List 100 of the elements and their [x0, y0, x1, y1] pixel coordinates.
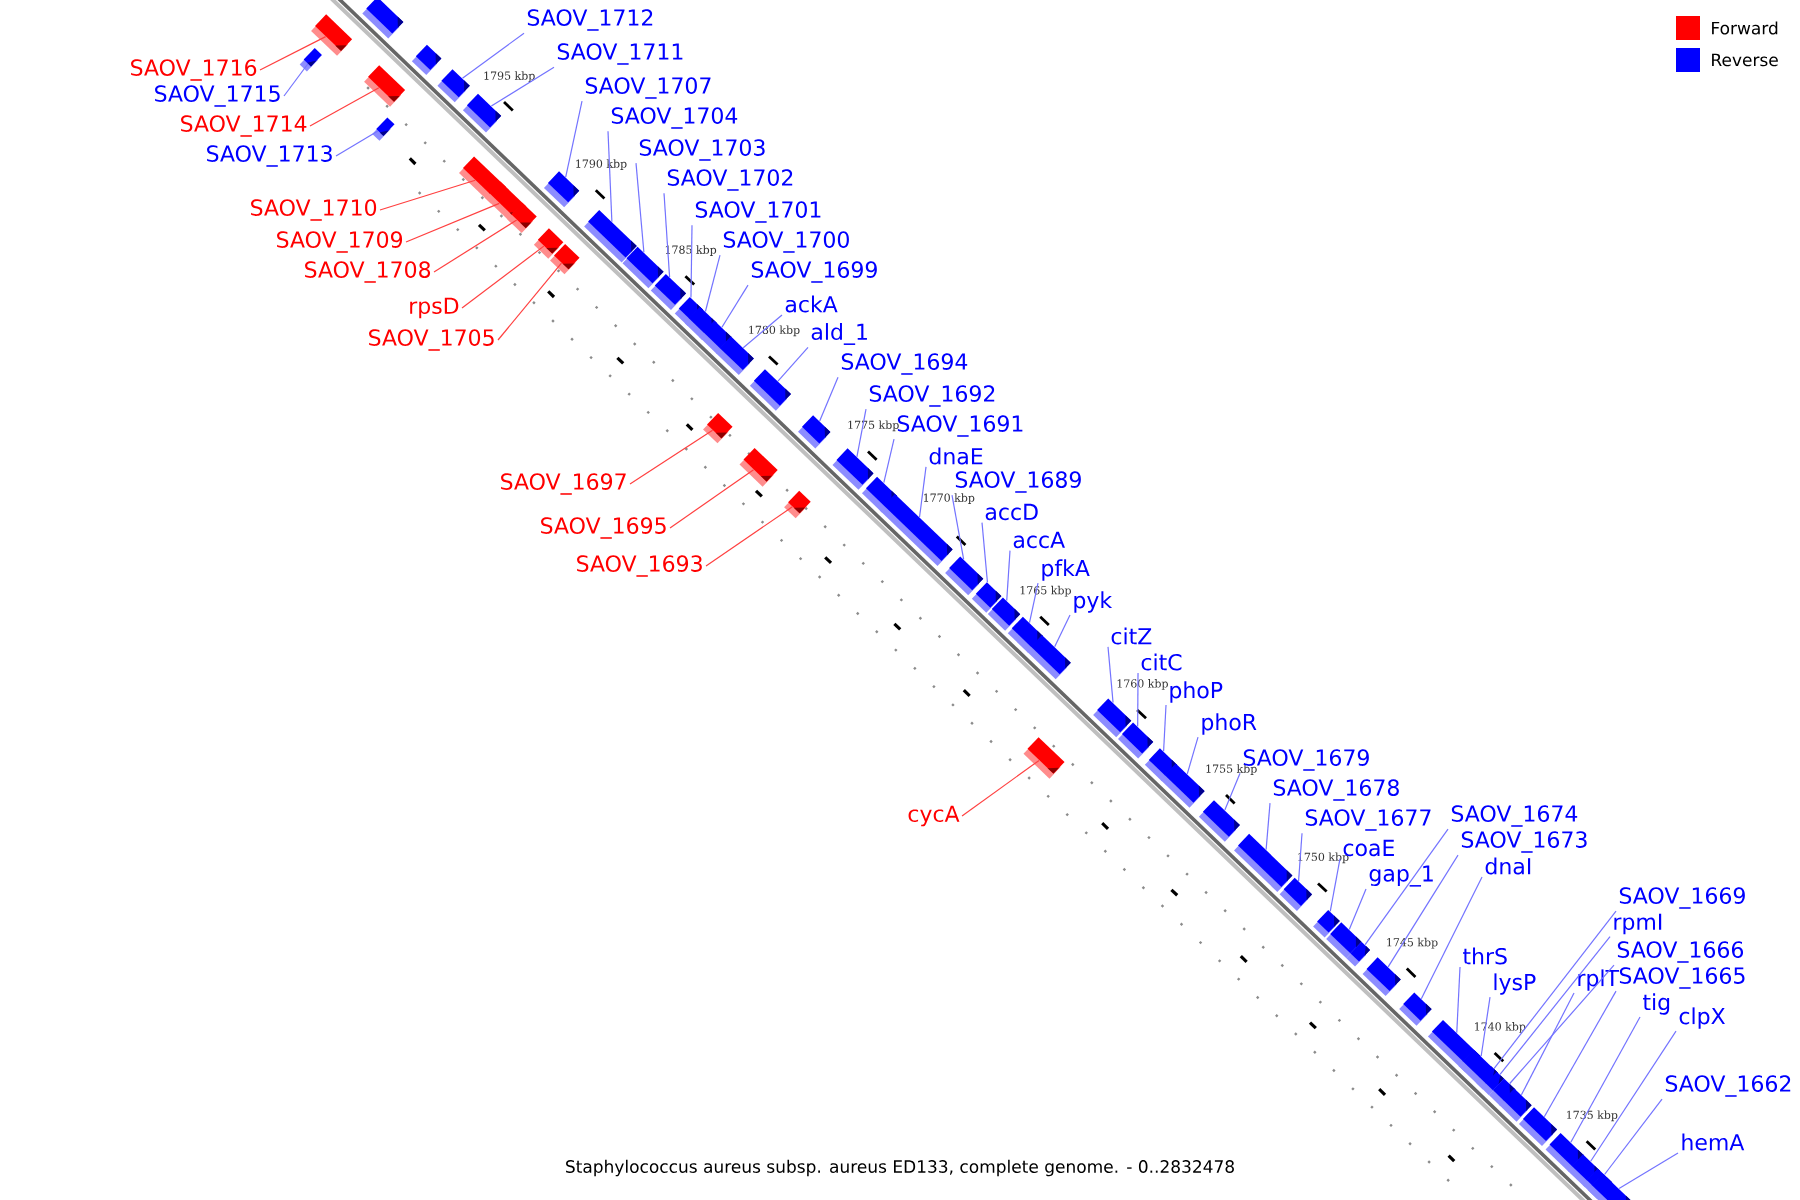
gene-block: [1346, 941, 1371, 967]
gene-label: ald_1: [811, 323, 867, 345]
gene-label: SAOV_1691: [897, 415, 1023, 437]
gene-label: rplT: [1578, 969, 1620, 991]
gene-label: rpsD: [410, 297, 459, 319]
gene-label: SAOV_1673: [1461, 831, 1587, 853]
gene-label: SAOV_1662: [1665, 1075, 1791, 1097]
leader-line: [1163, 704, 1167, 752]
gene-label: SAOV_1666: [1617, 941, 1744, 963]
leader-line: [565, 100, 583, 178]
leader-line: [1348, 888, 1367, 931]
leader-line: [883, 438, 895, 484]
gene-label: clpX: [1679, 1007, 1725, 1029]
gene-block: [879, 493, 953, 566]
leader-line: [283, 63, 309, 97]
gene-label: phoR: [1202, 713, 1257, 735]
leader-line: [490, 66, 555, 107]
gene-block: [739, 447, 778, 487]
leader-line: [1499, 936, 1611, 1076]
leader-line: [379, 179, 476, 211]
leader-line: [981, 522, 989, 583]
leader-line: [607, 130, 613, 223]
gene-block: [1362, 957, 1401, 997]
gene-block: [364, 65, 406, 107]
gene-label: SAOV_1715: [155, 85, 280, 107]
gene-block: [1093, 698, 1132, 738]
gene-block: [299, 47, 322, 72]
gene-block: [1518, 1107, 1558, 1147]
leader-line: [819, 376, 839, 422]
leader-line: [856, 408, 867, 458]
leader-line: [1570, 1016, 1641, 1143]
leader-line: [1224, 772, 1241, 811]
gene-block: [1160, 763, 1205, 808]
gene-label: SAOV_1697: [501, 473, 626, 495]
gene-block: [1234, 833, 1293, 892]
leader-line: [1028, 582, 1039, 624]
gene-label: citZ: [1111, 627, 1152, 645]
gene-label: accA: [1013, 531, 1065, 549]
gene-label: dnaI: [1485, 857, 1531, 875]
gene-label: SAOV_1694: [841, 353, 968, 375]
gene-label: cycA: [908, 805, 960, 827]
gene-label: SAOV_1707: [585, 77, 711, 99]
gene-block: [1499, 1088, 1532, 1122]
gene-label: SAOV_1700: [723, 231, 849, 253]
gene-block: [1117, 722, 1154, 759]
gene-label: dnaE: [929, 447, 983, 465]
gene-block: [411, 44, 442, 76]
gene-block: [437, 69, 470, 103]
gene-label: SAOV_1695: [541, 517, 666, 539]
gene-label: SAOV_1665: [1619, 967, 1745, 989]
leader-line: [1186, 736, 1199, 775]
leader-line: [742, 314, 783, 349]
leader-line: [777, 346, 809, 382]
legend-label: Reverse: [1712, 53, 1778, 67]
leader-line: [1387, 854, 1459, 968]
gene-block: [832, 448, 874, 490]
gene-label: ackA: [785, 295, 838, 313]
gene-label: citC: [1141, 653, 1182, 671]
gene-label: accD: [985, 503, 1038, 521]
leader-line: [1364, 828, 1449, 946]
leader-line: [1107, 646, 1114, 704]
leader-line: [461, 32, 525, 79]
gene-label: SAOV_1712: [527, 9, 653, 31]
gene-label: SAOV_1703: [639, 139, 765, 161]
gene-block: [584, 210, 637, 263]
leader-line: [705, 506, 793, 567]
leader-line: [1456, 966, 1461, 1034]
leader-line: [335, 130, 379, 157]
leader-line: [1298, 832, 1303, 882]
leader-line: [405, 202, 500, 243]
gene-label: SAOV_1708: [305, 261, 431, 283]
leader-line: [629, 429, 714, 485]
gene-block: [372, 117, 395, 141]
leader-line: [433, 219, 518, 273]
leader-line: [1618, 1152, 1679, 1190]
gene-label: SAOV_1689: [955, 471, 1081, 493]
leader-line: [669, 469, 755, 529]
gene-label: pyk: [1074, 591, 1113, 613]
leader-line: [1520, 992, 1575, 1096]
gene-block: [1026, 635, 1071, 680]
gene-label: phoP: [1170, 681, 1223, 703]
leader-line: [1480, 996, 1491, 1057]
gene-label: SAOV_1699: [751, 261, 877, 283]
gene-block: [650, 273, 687, 310]
gene-block: [798, 415, 831, 449]
leader-line: [704, 254, 721, 313]
gene-label: SAOV_1713: [207, 145, 332, 167]
gene-block: [543, 171, 580, 208]
gene-block: [1399, 992, 1432, 1026]
leader-line: [1265, 802, 1271, 851]
gene-label: SAOV_1704: [611, 107, 738, 129]
gene-label: coaE: [1343, 839, 1394, 857]
gene-label: SAOV_1714: [181, 115, 307, 137]
gene-label: SAOV_1709: [277, 231, 403, 253]
gene-block: [311, 14, 353, 56]
leader-line: [635, 162, 645, 253]
gene-block: [1279, 877, 1312, 911]
gene-label: SAOV_1677: [1305, 809, 1431, 831]
leader-line: [1493, 910, 1617, 1070]
gene-label: SAOV_1710: [251, 199, 377, 221]
